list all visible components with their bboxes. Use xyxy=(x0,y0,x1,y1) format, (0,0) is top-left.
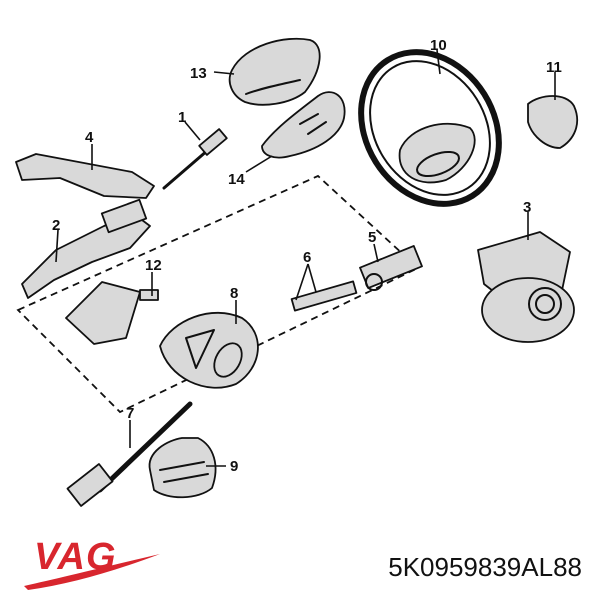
tilt-strut xyxy=(162,128,228,190)
callout-6: 6 xyxy=(303,249,311,266)
callout-10: 10 xyxy=(430,37,447,54)
callout-7: 7 xyxy=(126,405,134,422)
horn-pad xyxy=(527,95,579,149)
upper-bracket xyxy=(15,153,155,199)
callout-12: 12 xyxy=(145,257,162,274)
callout-9: 9 xyxy=(230,458,238,475)
brand-swoosh-graphic xyxy=(24,554,160,590)
callout-4: 4 xyxy=(85,129,94,146)
callout-14: 14 xyxy=(228,171,245,188)
callout-11: 11 xyxy=(546,59,562,76)
intermediate-shaft xyxy=(290,280,358,312)
steering-wheel xyxy=(358,49,502,207)
steering-boot xyxy=(148,437,217,499)
lower-column-shroud xyxy=(261,91,346,159)
callout-1: 1 xyxy=(178,109,186,126)
callout-3: 3 xyxy=(523,199,531,216)
mounting-plate xyxy=(65,281,159,345)
callout-13: 13 xyxy=(190,65,207,82)
dashed-region-outline xyxy=(16,174,420,414)
switch-housing xyxy=(477,231,575,343)
lower-bracket xyxy=(21,198,151,299)
upper-universal-joint xyxy=(359,245,423,291)
callout-2: 2 xyxy=(52,217,60,234)
part-number: 5K0959839AL88 xyxy=(388,552,582,582)
upper-column-shroud xyxy=(228,37,321,106)
callout-8: 8 xyxy=(230,285,238,302)
column-dust-seal-plate xyxy=(159,311,259,389)
lower-steering-shaft xyxy=(66,401,193,507)
brand-logo-text: VAG xyxy=(34,536,117,578)
leader-lines xyxy=(55,49,556,467)
callout-5: 5 xyxy=(368,229,376,246)
